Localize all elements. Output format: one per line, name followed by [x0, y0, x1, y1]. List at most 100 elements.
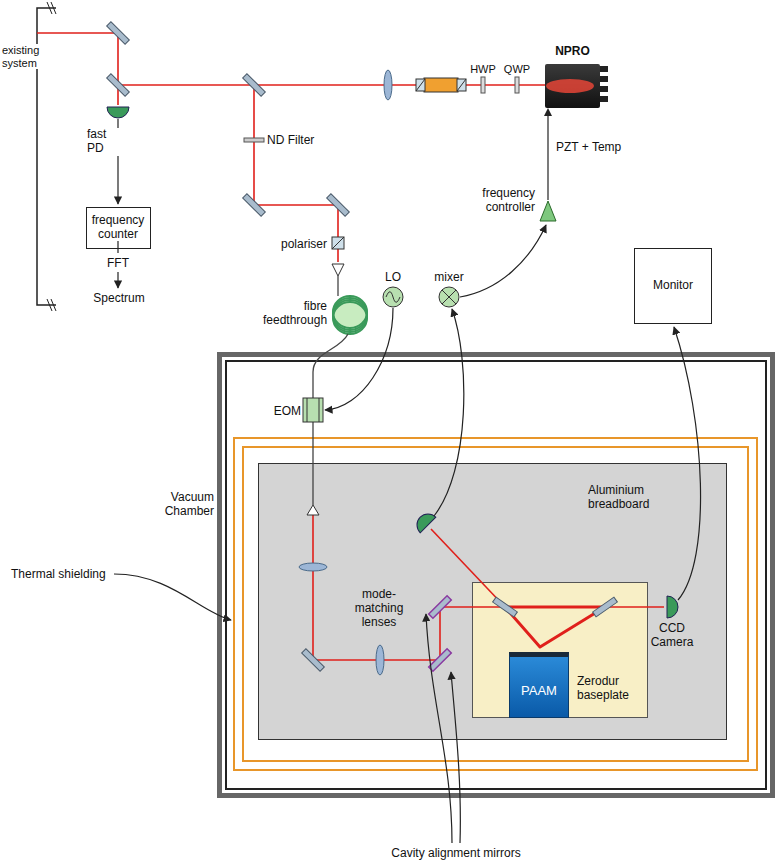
part-label: QWP — [503, 63, 531, 76]
isolator — [416, 79, 425, 91]
fibre-coupler — [307, 505, 319, 515]
label-holder: HWP — [468, 62, 498, 76]
label-holder: PZT + Temp — [555, 140, 622, 155]
node-label: Aluminium breadboard — [588, 484, 672, 512]
laser-beam — [605, 606, 664, 608]
signal-wire — [117, 241, 118, 253]
mirror — [593, 597, 618, 617]
part-label: EOM — [273, 405, 302, 419]
eom — [303, 398, 323, 422]
node-label: Monitor — [653, 279, 693, 293]
half-wave-plate — [481, 77, 485, 93]
node-label: PAAM — [521, 684, 557, 699]
label-holder: mixer — [428, 270, 470, 285]
laser-beam — [118, 84, 545, 86]
bracket — [47, 2, 56, 311]
triangle-shape — [540, 201, 556, 221]
part-label: LO — [384, 271, 402, 285]
mirror — [107, 22, 130, 45]
laser-beam — [505, 607, 605, 647]
signal-wire — [117, 272, 118, 288]
edge-label: PZT + Temp — [555, 141, 622, 155]
label-holder: polariser — [268, 237, 328, 252]
isolator — [424, 78, 458, 92]
part-label: Spectrum — [92, 292, 145, 306]
node-label: frequency counter — [91, 214, 146, 242]
lens — [299, 70, 392, 675]
text-holder: Vacuum Chamber — [162, 491, 214, 519]
isolator — [457, 79, 466, 91]
mixer-symbol — [439, 287, 459, 307]
laser-beam — [37, 33, 664, 660]
fibre-coupler — [332, 264, 344, 276]
text-holder: frequency controller — [461, 187, 535, 215]
process-box: Monitor — [634, 248, 712, 324]
laser-head: NPRO — [545, 64, 600, 108]
part-label: mode-matching lenses — [348, 588, 410, 629]
signal-wire — [426, 614, 452, 843]
nd-filter — [244, 138, 264, 142]
part-label: CCD Camera — [648, 622, 696, 650]
signal-wire — [460, 225, 546, 297]
label-holder: Cavity alignment mirrors — [376, 846, 536, 861]
text-holder: Monitor — [635, 249, 711, 323]
label-holder: CCD Camera — [648, 622, 696, 650]
fibre — [333, 300, 367, 332]
laser-fins — [600, 76, 608, 82]
signal-wire — [325, 308, 393, 410]
label-holder: LO — [382, 270, 404, 285]
baseplate: Zerodur baseplatePAAM — [472, 582, 648, 718]
polariser-cube — [332, 237, 344, 249]
mixer-symbol — [442, 290, 456, 304]
eom — [307, 398, 319, 422]
thermal-shield — [234, 438, 757, 770]
fibre — [333, 302, 367, 334]
label-holder: QWP — [502, 62, 532, 76]
signal-wire — [434, 309, 464, 516]
part-label: existing system — [1, 44, 47, 69]
label-holder: EOM — [270, 404, 302, 419]
signal-wire — [114, 119, 701, 843]
label-holder: fibre feedthrough — [262, 300, 328, 328]
alignment-mirror — [429, 649, 452, 672]
laser-fins — [600, 66, 608, 102]
part-label: polariser — [280, 238, 328, 252]
alignment-mirror — [429, 596, 452, 619]
photodiode — [107, 107, 129, 118]
signal-wire — [451, 672, 460, 843]
part-label: fibre feedthrough — [262, 300, 328, 328]
lens — [376, 645, 384, 675]
isolator — [416, 79, 425, 91]
node-label: frequency controller — [461, 187, 535, 215]
label-holder: Spectrum — [88, 291, 150, 306]
chamber-inner-wall — [226, 361, 766, 789]
alignment-mirror — [429, 596, 452, 672]
mirror — [243, 194, 266, 217]
quarter-wave-plate — [515, 77, 519, 93]
paam-box: PAAM — [509, 652, 569, 718]
breadboard: Aluminium breadboardZerodur baseplatePAA… — [258, 463, 727, 740]
laser-beam — [313, 515, 505, 660]
fibre — [333, 298, 367, 330]
mirror — [107, 22, 618, 672]
text-holder: PAAM — [510, 657, 568, 717]
signal-wire — [674, 327, 701, 600]
label-holder: ND Filter — [266, 133, 326, 148]
local-oscillator — [383, 287, 403, 307]
laser-beam — [431, 529, 505, 607]
mixer-symbol — [439, 287, 459, 307]
label-holder: fast PD — [86, 128, 120, 156]
node-label: NPRO — [540, 45, 605, 59]
laser-fins — [600, 86, 608, 92]
part-label: fast PD — [86, 128, 120, 156]
part-label: Cavity alignment mirrors — [390, 847, 521, 861]
laser-fins — [600, 66, 608, 72]
part-label: FFT — [106, 257, 130, 271]
fibre — [333, 296, 367, 328]
local-oscillator — [383, 287, 403, 307]
ccd-camera — [667, 596, 678, 618]
part-label: Thermal shielding — [10, 568, 107, 582]
isolator — [457, 79, 466, 91]
eom — [303, 398, 323, 422]
